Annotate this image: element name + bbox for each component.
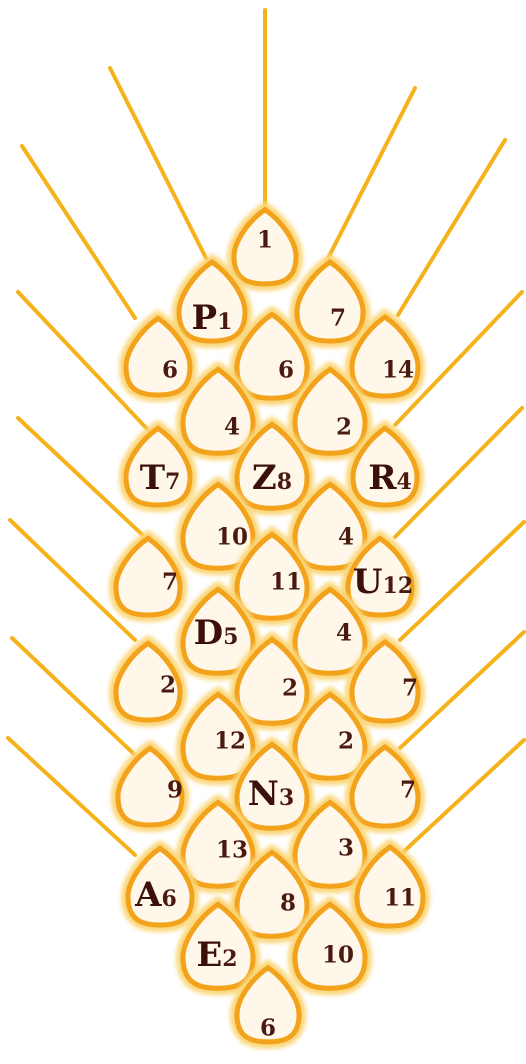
tile-value: 4	[338, 524, 354, 551]
tile-value: 4	[336, 620, 352, 647]
tile-value: 12	[383, 573, 414, 599]
tile-value: 9	[167, 777, 183, 804]
stem-line	[22, 146, 135, 318]
tile-t13[interactable]: 4	[338, 526, 354, 549]
tile-letter: A	[135, 875, 161, 915]
tile-value: 3	[338, 835, 354, 862]
tile-value: 7	[162, 569, 178, 596]
tile-t17[interactable]: D5	[194, 616, 239, 650]
tile-t1[interactable]: 1	[257, 229, 273, 252]
wheat-kernels	[116, 210, 423, 1042]
tile-t8[interactable]: 2	[336, 416, 352, 439]
tile-value: 6	[162, 886, 177, 912]
tile-t27[interactable]: 13	[216, 839, 248, 862]
tile-value: 6	[278, 357, 294, 384]
stem-line	[110, 68, 208, 262]
tile-t30[interactable]: 8	[280, 892, 296, 915]
tile-letter: T	[140, 458, 165, 498]
tile-letter: Z	[252, 458, 277, 498]
tile-t20[interactable]: 2	[282, 677, 298, 700]
tile-t3[interactable]: 7	[330, 307, 346, 330]
tile-value: 2	[282, 675, 298, 702]
tile-letter: N	[248, 774, 279, 814]
tile-t15[interactable]: 11	[270, 571, 302, 594]
tile-t22[interactable]: 12	[214, 730, 246, 753]
tile-t16[interactable]: U12	[353, 565, 413, 599]
stem-line	[322, 88, 415, 270]
tile-value: 3	[279, 785, 294, 811]
tile-value: 5	[223, 624, 238, 650]
tile-value: 4	[396, 469, 411, 495]
tile-t9[interactable]: T7	[140, 461, 181, 495]
tile-t12[interactable]: 10	[216, 526, 248, 549]
tile-t21[interactable]: 7	[402, 677, 418, 700]
tile-t4[interactable]: 6	[162, 359, 178, 382]
tile-t28[interactable]: 3	[338, 837, 354, 860]
tile-value: 6	[260, 1015, 276, 1042]
tile-t26[interactable]: 7	[400, 779, 416, 802]
tile-t24[interactable]: 9	[167, 779, 183, 802]
tile-value: 1	[217, 309, 232, 335]
tile-value: 2	[336, 414, 352, 441]
tile-value: 8	[280, 890, 296, 917]
tile-t23[interactable]: 2	[338, 730, 354, 753]
tile-t32[interactable]: E2	[196, 938, 237, 972]
tile-t6[interactable]: 14	[382, 359, 414, 382]
tile-t29[interactable]: A6	[135, 878, 177, 912]
tile-letter: D	[194, 613, 223, 653]
tile-value: 10	[322, 942, 354, 969]
tile-t2[interactable]: P1	[192, 301, 233, 335]
tile-letter: E	[196, 935, 222, 975]
tile-value: 11	[270, 569, 302, 596]
tile-value: 12	[214, 728, 246, 755]
tile-value: 7	[400, 777, 416, 804]
tile-value: 4	[224, 414, 240, 441]
tile-t11[interactable]: R4	[368, 461, 412, 495]
tile-t10[interactable]: Z8	[252, 461, 292, 495]
stem-line	[400, 522, 524, 640]
tile-letter: U	[353, 562, 383, 602]
tile-value: 11	[384, 885, 416, 912]
tile-value: 1	[257, 227, 273, 254]
tile-value: 13	[216, 837, 248, 864]
tile-value: 7	[165, 469, 180, 495]
tile-t18[interactable]: 4	[336, 622, 352, 645]
tile-t19[interactable]: 2	[160, 674, 176, 697]
tile-letter: P	[192, 298, 218, 338]
tile-value: 2	[222, 946, 237, 972]
tile-t25[interactable]: N3	[248, 777, 294, 811]
kernel-t4	[126, 318, 190, 395]
tile-value: 2	[160, 672, 176, 699]
tile-value: 2	[338, 728, 354, 755]
tile-value: 6	[162, 357, 178, 384]
tile-value: 8	[277, 469, 292, 495]
tile-t31[interactable]: 11	[384, 887, 416, 910]
tile-letter: R	[368, 458, 396, 498]
tile-t33[interactable]: 10	[322, 944, 354, 967]
tile-t14[interactable]: 7	[162, 571, 178, 594]
tile-t5[interactable]: 6	[278, 359, 294, 382]
stem-line	[398, 140, 505, 315]
tile-value: 7	[330, 305, 346, 332]
tile-value: 10	[216, 524, 248, 551]
tile-t7[interactable]: 4	[224, 416, 240, 439]
tile-t34[interactable]: 6	[260, 1017, 276, 1040]
tile-value: 14	[382, 357, 414, 384]
tile-value: 7	[402, 675, 418, 702]
